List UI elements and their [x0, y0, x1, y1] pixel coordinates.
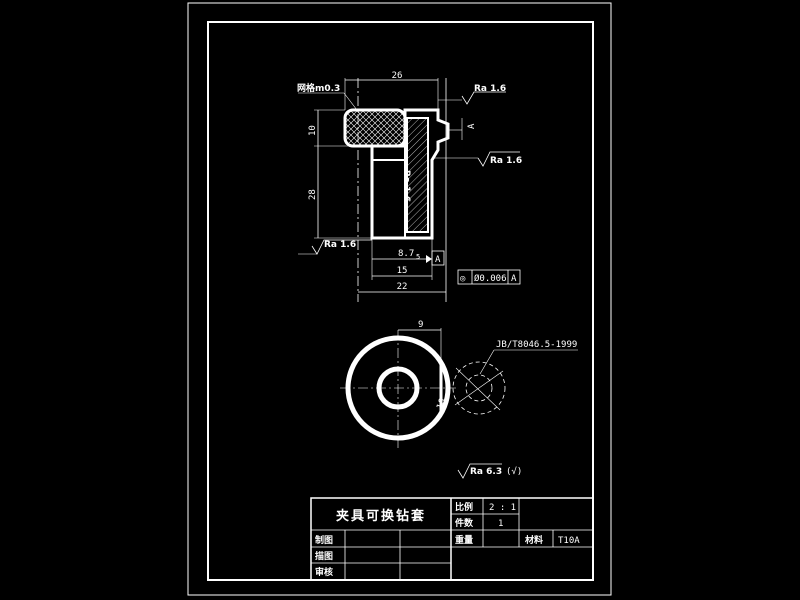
roughness-top: Ra 1.6	[474, 84, 506, 94]
title-block: 夹具可换钻套 比例 2 : 1 件数 1 重量 材料 T10A 制图 描图 审核	[310, 497, 594, 581]
dim-body-height: 28	[308, 189, 318, 200]
datum-label-side: A	[467, 123, 477, 129]
review-label: 审核	[315, 566, 333, 578]
dim-bore-tol: 5	[416, 253, 420, 261]
scale-label: 比例	[455, 501, 473, 513]
dim-angle: 16	[435, 397, 448, 411]
scale-value: 2 : 1	[489, 503, 516, 513]
knurled-head	[343, 108, 407, 148]
dim-head-height: 10	[308, 125, 318, 136]
section-hatch	[406, 117, 429, 233]
knurl-note: 网格m0.3	[297, 82, 340, 94]
outer-border	[187, 2, 612, 596]
roughness-left: Ra 1.6	[324, 240, 356, 250]
standard-ref: JB/T8046.5-1999	[496, 340, 577, 350]
weight-label: 重量	[455, 534, 473, 546]
general-roughness-value: Ra 6.3	[470, 467, 502, 477]
concentricity-symbol: ◎	[460, 274, 466, 284]
quantity-label: 件数	[455, 517, 474, 529]
dim-inner: 15	[397, 266, 408, 276]
design-label: 描图	[315, 550, 333, 562]
roughness-bore: Ra 1.6	[401, 170, 411, 202]
dim-total-length: 26	[392, 71, 403, 81]
general-roughness: Ra 6.3 (√)	[457, 463, 522, 479]
dim-outer: 22	[397, 282, 408, 292]
material-label: 材料	[524, 534, 543, 546]
datum-label-box: A	[435, 255, 441, 265]
inner-border	[207, 21, 594, 581]
top-view: 9 JB/T8046.5-1999 16	[340, 320, 578, 448]
dim-bore: 8.7	[398, 249, 414, 259]
concentricity-value: Ø0.006	[474, 273, 507, 284]
quantity-value: 1	[498, 519, 503, 529]
dim-width: 9	[418, 320, 423, 330]
roughness-right: Ra 1.6	[490, 156, 522, 166]
front-view: 26 网格m0.3 10 28 Ra 1.6 A Ra 1.6 Ra 1.6 R…	[297, 71, 522, 302]
concentricity-datum: A	[511, 274, 517, 284]
general-roughness-note: (√)	[506, 466, 522, 477]
drawn-label: 制图	[315, 534, 333, 546]
part-name: 夹具可换钻套	[336, 508, 426, 524]
material-value: T10A	[558, 536, 580, 546]
